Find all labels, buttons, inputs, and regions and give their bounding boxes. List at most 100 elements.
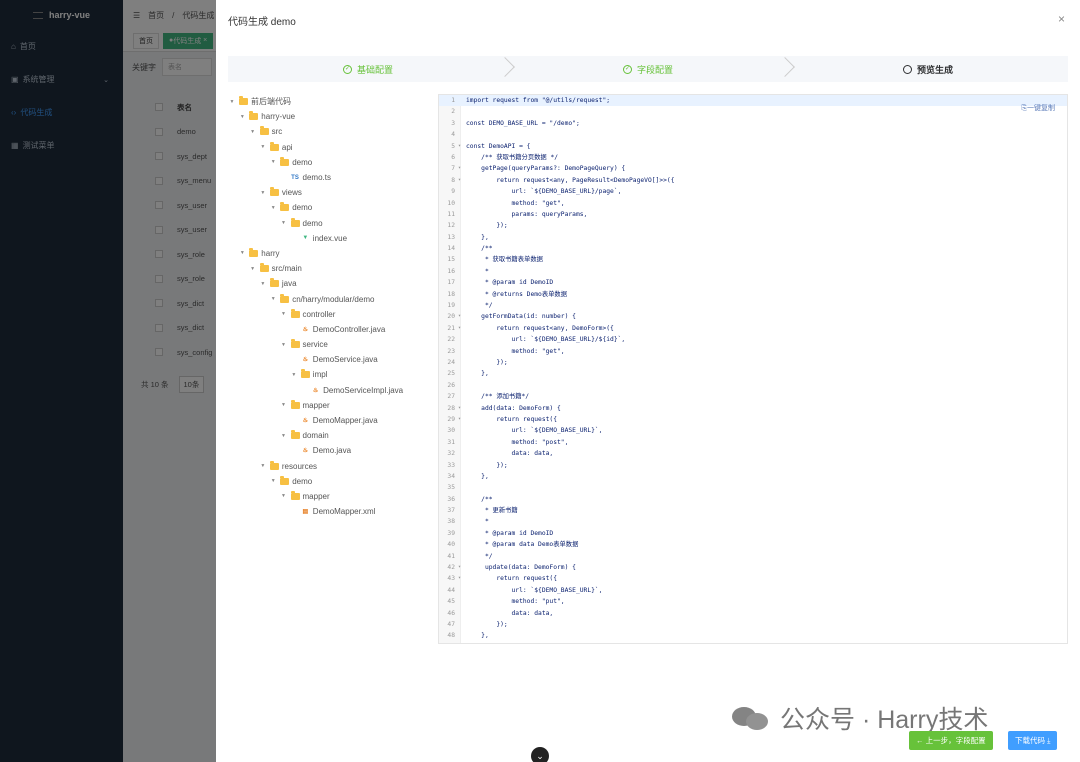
- line-number: 31: [447, 438, 455, 446]
- caret-down-icon: ▼: [281, 432, 286, 439]
- step-fields: ✓字段配置: [508, 56, 795, 82]
- tree-node-label: harry: [261, 248, 280, 258]
- tree-node-label: controller: [302, 309, 336, 319]
- tree-node-label: DemoServiceImpl.java: [323, 385, 404, 395]
- tree-node[interactable]: ▼controller: [228, 307, 433, 322]
- code-text: });: [466, 222, 508, 230]
- caret-down-icon: ▼: [270, 478, 276, 485]
- line-number: 2: [451, 108, 455, 116]
- tree-node[interactable]: ♨DemoServiceImpl.java: [228, 383, 433, 398]
- line-number: 23: [447, 347, 455, 355]
- download-code-button[interactable]: 下载代码 ⤓: [1008, 731, 1058, 750]
- code-text: });: [466, 461, 508, 469]
- tree-node[interactable]: ▼demo: [228, 155, 433, 170]
- xml-file-icon: ▤: [302, 509, 309, 516]
- line-number: 33: [447, 461, 455, 469]
- folder-icon: [269, 187, 279, 197]
- caret-down-icon: ▼: [281, 220, 286, 227]
- copy-button[interactable]: ⎘一键复制: [1021, 105, 1055, 112]
- folder-icon: [290, 490, 300, 500]
- code-line: 16 *: [439, 266, 1067, 277]
- tree-node-label: api: [281, 142, 293, 152]
- tree-node[interactable]: ♨DemoService.java: [228, 352, 433, 367]
- tree-node[interactable]: ▼demo: [228, 216, 433, 231]
- code-line: 6 /** 获取书籍分页数据 */: [439, 152, 1067, 163]
- tree-node-label: java: [281, 279, 297, 289]
- circle-icon: [902, 64, 912, 74]
- tree-node[interactable]: ▼mapper: [228, 489, 433, 504]
- prev-step-button[interactable]: ← 上一步，字段配置: [909, 731, 993, 750]
- step-label: 字段配置: [636, 64, 673, 75]
- tree-node[interactable]: ▼前后端代码: [228, 94, 433, 109]
- tree-node[interactable]: ▼cn/harry/modular/demo: [228, 291, 433, 306]
- tree-node[interactable]: ▼impl: [228, 367, 433, 382]
- tree-node[interactable]: ▼src/main: [228, 261, 433, 276]
- tree-node[interactable]: ▼service: [228, 337, 433, 352]
- tree-node[interactable]: ▼resources: [228, 459, 433, 474]
- code-text: },: [466, 370, 489, 378]
- line-number: 21: [439, 323, 461, 335]
- tree-node[interactable]: ▤DemoMapper.xml: [228, 504, 433, 519]
- code-text: * @returns Demo表单数据: [466, 290, 568, 298]
- tree-node[interactable]: ▼java: [228, 276, 433, 291]
- code-text: * @param data Demo表单数据: [466, 541, 579, 549]
- line-number: 27: [447, 393, 455, 401]
- code-text: method: "put",: [466, 598, 565, 606]
- watermark-text: 公众号 · Harry技术: [780, 706, 989, 734]
- line-gutter: [439, 95, 461, 643]
- code-line: 19 */: [439, 300, 1067, 311]
- code-line: 46 data: data,: [439, 608, 1067, 619]
- code-text: */: [466, 302, 493, 310]
- tree-node[interactable]: ▼domain: [228, 428, 433, 443]
- tree-node[interactable]: ▼mapper: [228, 398, 433, 413]
- folder-icon: [290, 308, 300, 318]
- code-text: *: [466, 267, 489, 275]
- code-text: data: data,: [466, 450, 554, 458]
- code-text: getFormData(id: number) {: [466, 313, 576, 321]
- code-text: update(data: DemoForm) {: [466, 564, 576, 572]
- code-line: 36 /**: [439, 494, 1067, 505]
- tree-node[interactable]: ▼harry-vue: [228, 109, 433, 124]
- tree-node[interactable]: ▼views: [228, 185, 433, 200]
- tree-node-label: resources: [281, 461, 318, 471]
- folder-icon: [290, 217, 300, 227]
- tree-node[interactable]: ▼api: [228, 140, 433, 155]
- code-line: 34 },: [439, 471, 1067, 482]
- folder-icon: [269, 460, 279, 470]
- tree-node[interactable]: ▼index.vue: [228, 231, 433, 246]
- code-line: 47 });: [439, 619, 1067, 630]
- step-basic: ✓基础配置: [228, 56, 515, 82]
- code-text: /** 添加书籍*/: [466, 393, 530, 401]
- tree-node[interactable]: ♨Demo.java: [228, 443, 433, 458]
- tree-node-label: views: [281, 188, 302, 198]
- tree-node[interactable]: ♨DemoMapper.java: [228, 413, 433, 428]
- tree-node[interactable]: ▼src: [228, 124, 433, 139]
- copy-label: 一键复制: [1027, 105, 1055, 112]
- step-preview: 预览生成: [788, 56, 1068, 82]
- tree-node[interactable]: ▼harry: [228, 246, 433, 261]
- tree-node-label: mapper: [302, 491, 330, 501]
- chevron-down-icon[interactable]: ⌄: [531, 747, 549, 762]
- code-line: 14 /**: [439, 243, 1067, 254]
- close-icon[interactable]: ×: [1057, 12, 1065, 26]
- code-text: return request({: [466, 415, 557, 423]
- tree-node[interactable]: ▼demo: [228, 474, 433, 489]
- line-number: 42: [439, 562, 461, 574]
- folder-icon: [290, 430, 300, 440]
- code-line: 45 method: "put",: [439, 596, 1067, 607]
- code-line: 43 return request({: [439, 573, 1067, 585]
- code-line: 23 method: "get",: [439, 346, 1067, 357]
- tree-node[interactable]: ▼demo: [228, 200, 433, 215]
- line-number: 30: [447, 427, 455, 435]
- folder-icon: [290, 339, 300, 349]
- caret-down-icon: ▼: [281, 341, 286, 348]
- code-text: import request from "@/utils/request";: [466, 97, 611, 104]
- code-line: 5const DemoAPI = {: [439, 141, 1067, 153]
- tree-node[interactable]: ♨DemoController.java: [228, 322, 433, 337]
- line-number: 29: [439, 414, 461, 426]
- folder-icon: [290, 399, 300, 409]
